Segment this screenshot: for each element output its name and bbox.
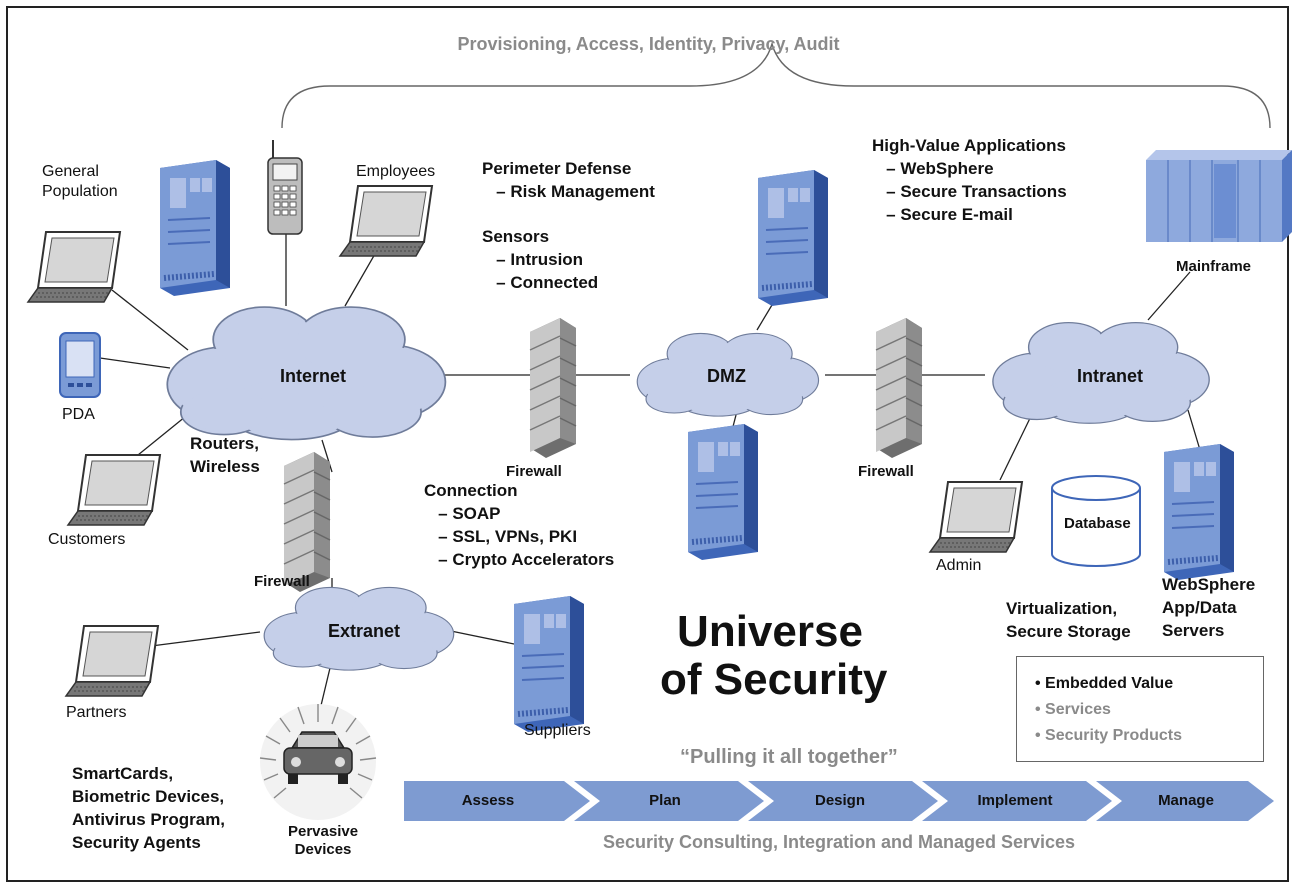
legend-item-embedded-value: • Embedded Value	[1035, 675, 1174, 692]
sensors-block: Sensors – Intrusion – Connected	[482, 227, 599, 292]
partners-label: Partners	[66, 704, 127, 721]
legend-item-security-products: • Security Products	[1035, 727, 1182, 744]
dmz-top-server-icon	[758, 170, 828, 306]
firewall-extranet-label: Firewall	[254, 573, 310, 590]
mainframe-label: Mainframe	[1176, 258, 1252, 275]
chevron-design	[748, 781, 938, 821]
process-arrow	[404, 781, 1274, 821]
legend-item-services: • Services	[1035, 701, 1111, 718]
diagram-title: Universe of Security	[660, 607, 888, 704]
dmz-label: DMZ	[707, 366, 746, 386]
chevron-assess	[404, 781, 590, 821]
routers-label: Routers, Wireless	[190, 434, 260, 476]
step-plan: Plan	[649, 792, 681, 809]
step-implement: Implement	[977, 792, 1053, 809]
cell-phone-icon	[267, 140, 303, 235]
general-population-laptop-icon	[27, 231, 121, 303]
perimeter-block: Perimeter Defense – Risk Management	[482, 159, 655, 201]
employees-label: Employees	[356, 163, 436, 180]
top-caption: Provisioning, Access, Identity, Privacy,…	[457, 34, 840, 54]
step-manage: Manage	[1158, 792, 1214, 809]
high-value-block: High-Value Applications – WebSphere – Se…	[872, 136, 1067, 224]
customers-label: Customers	[48, 531, 126, 548]
scope-brace	[281, 41, 1271, 129]
database-label: Database	[1064, 515, 1131, 532]
intranet-label: Intranet	[1077, 366, 1144, 386]
dmz-bottom-server-icon	[688, 424, 758, 560]
chevron-manage	[1096, 781, 1274, 821]
partner-laptop-icon	[65, 625, 159, 697]
admin-laptop-icon	[929, 481, 1023, 553]
database-icon	[1051, 475, 1141, 567]
internet-server-icon	[160, 160, 230, 296]
websphere-server-icon	[1164, 444, 1234, 580]
smartcards-block: SmartCards, Biometric Devices, Antivirus…	[72, 764, 226, 852]
pda-icon	[59, 332, 101, 398]
bottom-caption: Security Consulting, Integration and Man…	[602, 832, 1076, 852]
diagram-frame	[6, 6, 1289, 882]
websphere-servers-label: WebSphere App/Data Servers	[1162, 575, 1256, 640]
pervasive-car-icon	[259, 704, 377, 820]
firewall-right-icon	[875, 317, 923, 459]
legend-box: • Embedded Value • Services • Security P…	[1016, 656, 1264, 762]
suppliers-label: Suppliers	[524, 722, 591, 739]
pulling-caption: “Pulling it all together”	[680, 746, 898, 768]
internet-label: Internet	[280, 366, 347, 386]
step-design: Design	[814, 792, 865, 809]
supplier-server-icon	[514, 596, 584, 732]
employee-laptop-icon	[339, 185, 433, 257]
customer-laptop-icon	[67, 454, 161, 526]
chevron-plan	[574, 781, 764, 821]
firewall-extranet-icon	[283, 451, 331, 593]
firewall-left-icon	[529, 317, 577, 459]
virtualization-label: Virtualization, Secure Storage	[1006, 599, 1131, 641]
pervasive-label: Pervasive Devices	[288, 823, 359, 858]
firewall-right-label: Firewall	[858, 463, 914, 480]
step-assess: Assess	[461, 792, 515, 809]
firewall-left-label: Firewall	[506, 463, 562, 480]
pda-label: PDA	[62, 406, 95, 423]
connection-block: Connection – SOAP – SSL, VPNs, PKI – Cry…	[424, 481, 615, 569]
network-links	[99, 232, 1201, 719]
admin-label: Admin	[936, 557, 982, 574]
extranet-label: Extranet	[328, 621, 401, 641]
mainframe-icon	[1146, 150, 1292, 242]
general-population-label: General Population	[42, 163, 118, 200]
chevron-implement	[922, 781, 1112, 821]
